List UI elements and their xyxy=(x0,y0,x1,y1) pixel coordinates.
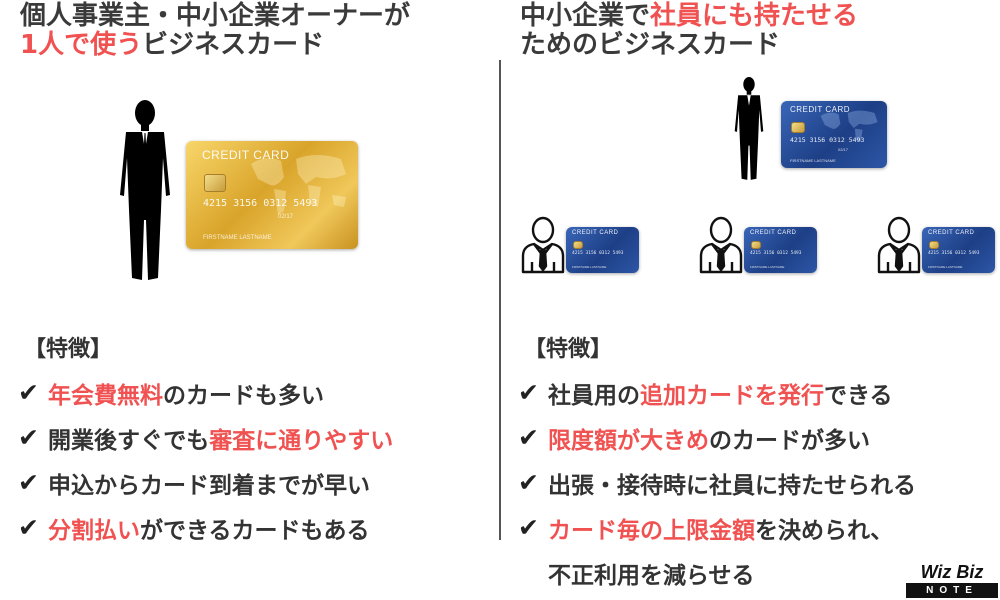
check-icon: ✔ xyxy=(18,468,39,497)
card-holder-name: FIRSTNAME LASTNAME xyxy=(203,235,272,241)
list-item: ✔ 社員用の追加カードを発行できる xyxy=(518,370,916,415)
card-expiry: 02/17 xyxy=(278,214,294,220)
right-heading-line1: 中小企業で社員にも持たせる xyxy=(520,2,858,31)
check-icon: ✔ xyxy=(18,423,39,452)
card-number: 4215 3156 0312 5493 xyxy=(750,251,802,256)
check-icon: ✔ xyxy=(18,513,39,542)
right-heading: 中小企業で社員にも持たせる ためのビジネスカード xyxy=(520,2,858,60)
wizbiz-logo: Wiz Biz NOTE xyxy=(906,562,998,600)
feature-highlight: カード毎の上限金額 xyxy=(548,517,755,544)
left-section-label: 【特徴】 xyxy=(24,337,113,362)
card-number: 4215 3156 0312 5493 xyxy=(572,251,624,256)
left-feature-list: ✔ 年会費無料のカードも多い ✔ 開業後すぐでも審査に通りやすい ✔ 申込からカ… xyxy=(18,370,393,550)
employee-outline-icon xyxy=(699,216,743,274)
check-icon: ✔ xyxy=(18,378,39,407)
left-heading-line1: 個人事業主・中小企業オーナーが xyxy=(20,1,411,31)
feature-highlight: 分割払い xyxy=(48,517,140,544)
businessman-silhouette-icon xyxy=(120,100,170,280)
feature-highlight: 審査に通りやすい xyxy=(209,427,394,454)
feature-highlight: 年会費無料 xyxy=(48,382,163,409)
card-title: CREDIT CARD xyxy=(202,148,290,162)
right-heading-highlight: 社員にも持たせる xyxy=(650,1,859,31)
feature-text: ができるカードもある xyxy=(140,517,370,544)
card-chip xyxy=(929,241,939,249)
feature-text: のカードも多い xyxy=(163,382,324,409)
list-item: ✔ 申込からカード到着までが早い xyxy=(18,460,393,505)
card-title: CREDIT CARD xyxy=(928,230,975,236)
employee-outline-icon xyxy=(521,216,565,274)
card-chip xyxy=(204,174,226,192)
feature-highlight: 限度額が大きめ xyxy=(548,427,709,454)
credit-card-gold: CREDIT CARD 4215 3156 0312 5493 02/17 FI… xyxy=(186,141,358,249)
right-heading-line2: ためのビジネスカード xyxy=(520,30,781,60)
credit-card-blue-employee-1: CREDIT CARD 4215 3156 0312 5493 FIRSTNAM… xyxy=(566,227,639,273)
list-item: 不正利用を減らせる xyxy=(518,550,916,595)
world-map-icon xyxy=(820,110,878,142)
card-number: 4215 3156 0312 5493 xyxy=(790,136,865,144)
card-holder-name: FIRSTNAME LASTNAME xyxy=(750,265,785,269)
card-holder-name: FIRSTNAME LASTNAME xyxy=(572,265,607,269)
card-title: CREDIT CARD xyxy=(572,230,619,236)
check-icon: ✔ xyxy=(518,513,539,542)
right-section-label: 【特徴】 xyxy=(524,337,613,362)
list-item: ✔ 開業後すぐでも審査に通りやすい xyxy=(18,415,393,460)
card-title: CREDIT CARD xyxy=(750,230,797,236)
check-icon: ✔ xyxy=(518,378,539,407)
list-item: ✔ 分割払いができるカードもある xyxy=(18,505,393,550)
card-number: 4215 3156 0312 5493 xyxy=(928,251,980,256)
feature-text: 社員用の xyxy=(548,382,640,409)
left-heading-rest: ビジネスカード xyxy=(142,30,325,60)
check-icon: ✔ xyxy=(518,423,539,452)
center-divider xyxy=(499,60,501,540)
logo-sub: NOTE xyxy=(906,583,998,598)
list-item: ✔ 出張・接待時に社員に持たせられる xyxy=(518,460,916,505)
feature-text: を決められ、 xyxy=(755,517,894,544)
feature-text: 申込からカード到着までが早い xyxy=(48,472,370,499)
logo-brand: Wiz Biz xyxy=(920,562,984,582)
card-holder-name: FIRSTNAME LASTNAME xyxy=(928,265,963,269)
left-heading-highlight: 1人で使う xyxy=(20,30,143,60)
list-item: ✔ 年会費無料のカードも多い xyxy=(18,370,393,415)
list-item: ✔ 限度額が大きめのカードが多い xyxy=(518,415,916,460)
card-chip xyxy=(751,241,761,249)
left-heading-line2: 1人で使うビジネスカード xyxy=(20,31,410,60)
feature-text: 開業後すぐでも xyxy=(48,427,210,454)
feature-text: 出張・接待時に社員に持たせられる xyxy=(548,472,916,499)
card-chip xyxy=(791,122,805,133)
card-chip xyxy=(573,241,583,249)
right-feature-list: ✔ 社員用の追加カードを発行できる ✔ 限度額が大きめのカードが多い ✔ 出張・… xyxy=(518,370,916,595)
world-map-icon xyxy=(251,155,346,215)
feature-text: のカードが多い xyxy=(709,427,870,454)
employee-outline-icon xyxy=(877,216,921,274)
card-title: CREDIT CARD xyxy=(790,105,851,114)
feature-text: 不正利用を減らせる xyxy=(548,562,755,589)
feature-text: できる xyxy=(824,382,893,409)
right-heading-plain: 中小企業で xyxy=(520,1,651,31)
credit-card-blue-employee-2: CREDIT CARD 4215 3156 0312 5493 FIRSTNAM… xyxy=(744,227,817,273)
card-expiry: 02/17 xyxy=(838,147,849,152)
businessman-silhouette-icon xyxy=(734,77,764,180)
check-icon: ✔ xyxy=(518,468,539,497)
list-item: ✔ カード毎の上限金額を決められ、 xyxy=(518,505,916,550)
left-heading: 個人事業主・中小企業オーナーが 1人で使うビジネスカード xyxy=(20,2,410,60)
feature-highlight: 追加カードを発行 xyxy=(640,382,824,409)
card-number: 4215 3156 0312 5493 xyxy=(203,198,318,209)
credit-card-blue-owner: CREDIT CARD 4215 3156 0312 5493 02/17 FI… xyxy=(781,101,887,168)
card-holder-name: FIRSTNAME LASTNAME xyxy=(790,158,836,163)
credit-card-blue-employee-3: CREDIT CARD 4215 3156 0312 5493 FIRSTNAM… xyxy=(922,227,995,273)
